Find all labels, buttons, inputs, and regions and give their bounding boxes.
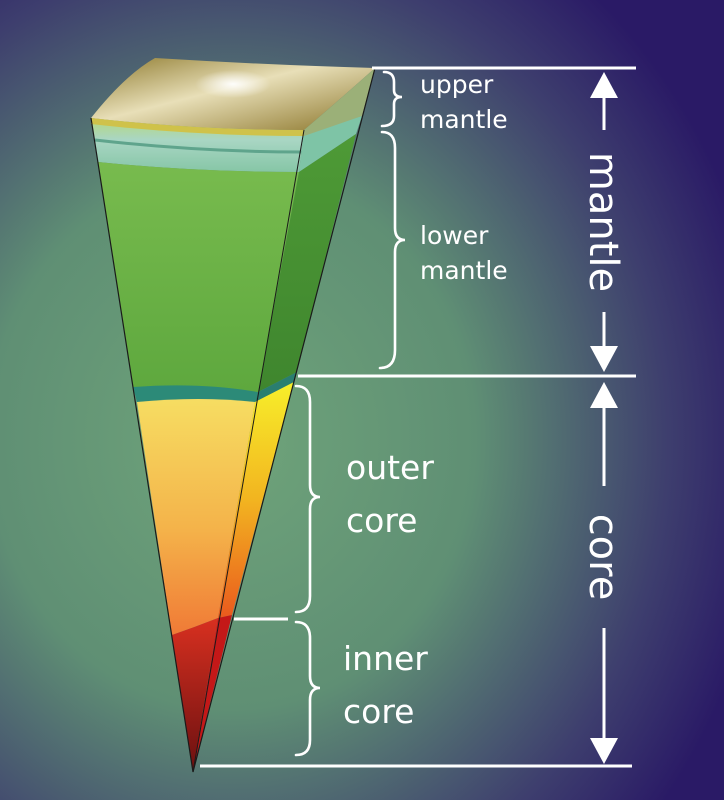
core-span-label: core	[580, 514, 626, 601]
wedge-edge	[192, 129, 305, 773]
core-arrow-up-icon	[590, 382, 618, 408]
crust-glare	[195, 70, 271, 98]
upper-mantle-label-line1: upper	[420, 70, 494, 99]
core-mantle-boundary	[133, 385, 258, 402]
lower-mantle-brace	[378, 130, 406, 370]
crust-side-edge	[304, 68, 375, 136]
inner-core-label-line2: core	[343, 692, 414, 731]
outer-core-layer	[137, 399, 255, 635]
braces	[294, 70, 406, 757]
crust-front-edge	[91, 118, 304, 136]
side-boundary	[255, 372, 297, 402]
outer-core-brace	[294, 384, 321, 614]
mantle-arrow-down-icon	[590, 346, 618, 372]
upper-mantle-line	[94, 138, 303, 154]
core-arrow-down-icon	[590, 738, 618, 764]
upper-mantle-label-line2: mantle	[420, 105, 508, 134]
earth-wedge	[90, 58, 376, 773]
inner-core-layer	[172, 618, 218, 772]
inner-core-brace	[294, 620, 321, 757]
lower-mantle-layer	[98, 162, 299, 392]
outer-core-label-line1: outer	[346, 448, 434, 487]
side-lower-mantle	[258, 134, 356, 392]
lower-mantle-label-line2: mantle	[420, 256, 508, 285]
inner-core-label-line1: inner	[343, 639, 428, 678]
labels: upper mantle lower mantle outer core inn…	[343, 70, 508, 731]
side-outer-core	[218, 382, 294, 618]
lower-mantle-label-line1: lower	[420, 221, 489, 250]
mantle-span-label: mantle	[580, 152, 626, 292]
core-span-indicator	[590, 382, 618, 764]
mantle-span-indicator	[590, 72, 618, 372]
boundary-lines	[200, 66, 636, 768]
mantle-arrow-up-icon	[590, 72, 618, 98]
outer-core-label-line2: core	[346, 501, 417, 540]
upper-mantle-brace	[380, 70, 403, 128]
